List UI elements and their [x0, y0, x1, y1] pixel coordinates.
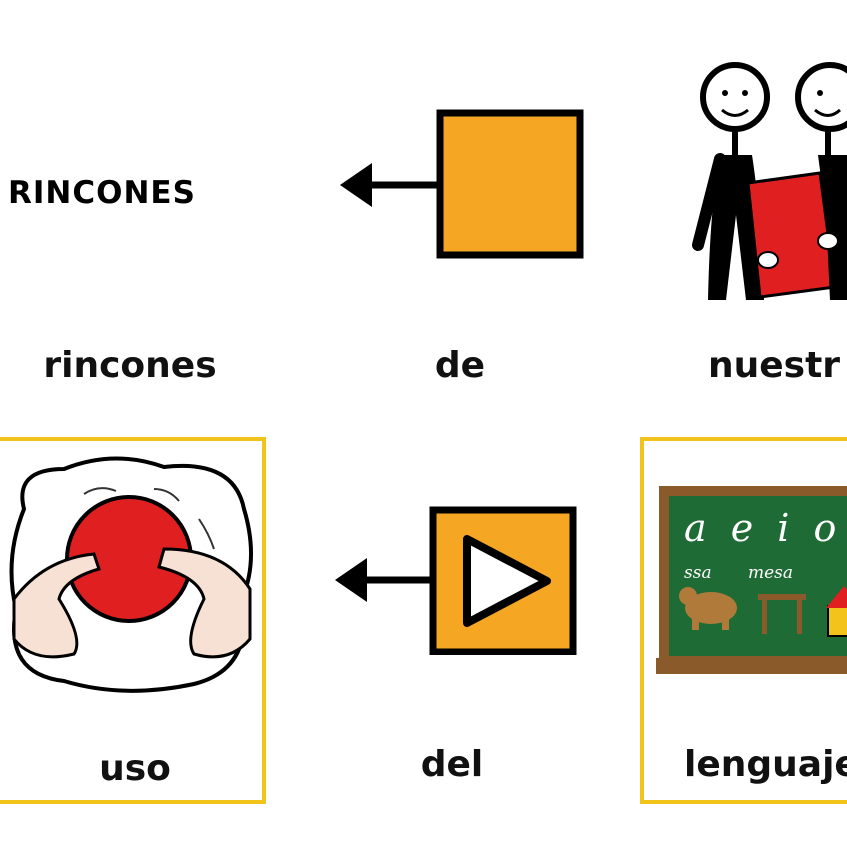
word-uso: uso	[99, 748, 171, 789]
card-lenguaje[interactable]: a e i o ssa mesa lenguaje	[640, 437, 847, 804]
square-icon	[436, 109, 584, 259]
card-uso[interactable]: uso	[0, 437, 266, 804]
word-del: del	[420, 744, 484, 785]
word-de: de	[434, 345, 486, 386]
rincones-text-symbol: RINCONES	[8, 175, 196, 211]
blackboard-word-2: mesa	[748, 563, 793, 583]
word-lenguaje: lenguaje	[684, 744, 847, 785]
ball-in-hands-icon	[9, 456, 253, 693]
arrow-left-icon	[335, 558, 433, 602]
card-de-symbol[interactable]	[330, 105, 600, 265]
table-icon	[758, 594, 806, 634]
word-nuestr: nuestr	[708, 345, 841, 386]
card-rincones[interactable]: RINCONES	[0, 40, 260, 400]
bear-icon	[679, 587, 737, 630]
card-del-symbol[interactable]	[325, 505, 585, 655]
word-rincones: rincones	[43, 345, 217, 386]
play-triangle-icon	[463, 535, 551, 627]
friends-icon	[692, 62, 847, 300]
blackboard-icon: a e i o ssa mesa	[656, 486, 847, 674]
house-icon	[826, 586, 847, 637]
arrow-left-icon	[340, 163, 440, 207]
blackboard-letters: a e i o	[684, 506, 842, 550]
blackboard-word-1: ssa	[684, 563, 712, 583]
